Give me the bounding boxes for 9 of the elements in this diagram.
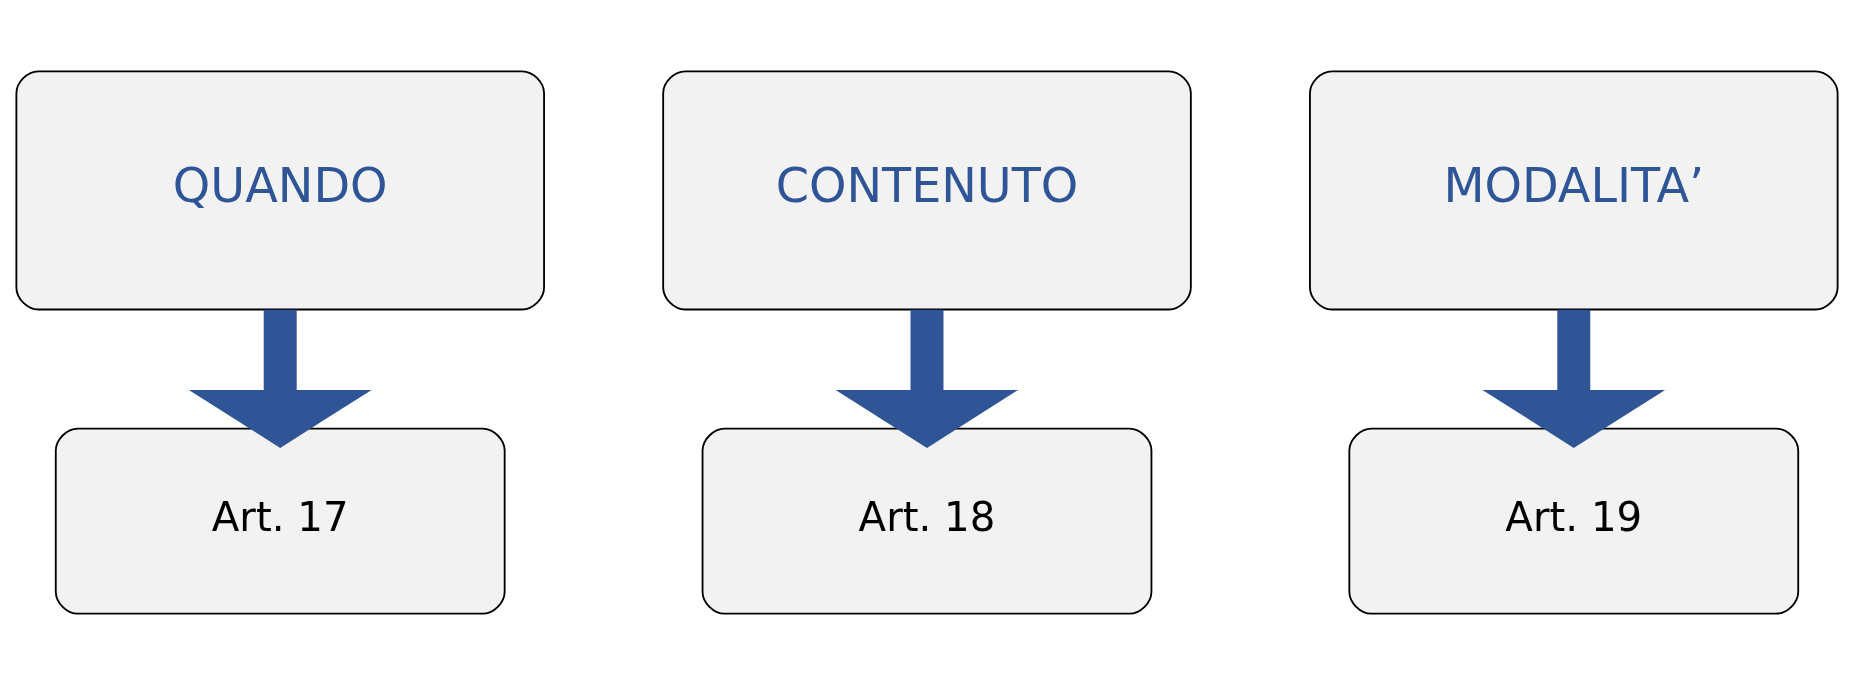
arrow bbox=[835, 309, 1019, 448]
node-box: CONTENUTO bbox=[662, 70, 1192, 311]
node-box: Art. 17 bbox=[54, 427, 506, 615]
node-box: Art. 19 bbox=[1348, 427, 1800, 615]
node-box: MODALITA’ bbox=[1309, 70, 1839, 311]
node-box: Art. 18 bbox=[701, 427, 1153, 615]
arrow bbox=[188, 309, 372, 448]
arrow bbox=[1482, 309, 1666, 448]
node-box: QUANDO bbox=[15, 70, 545, 311]
